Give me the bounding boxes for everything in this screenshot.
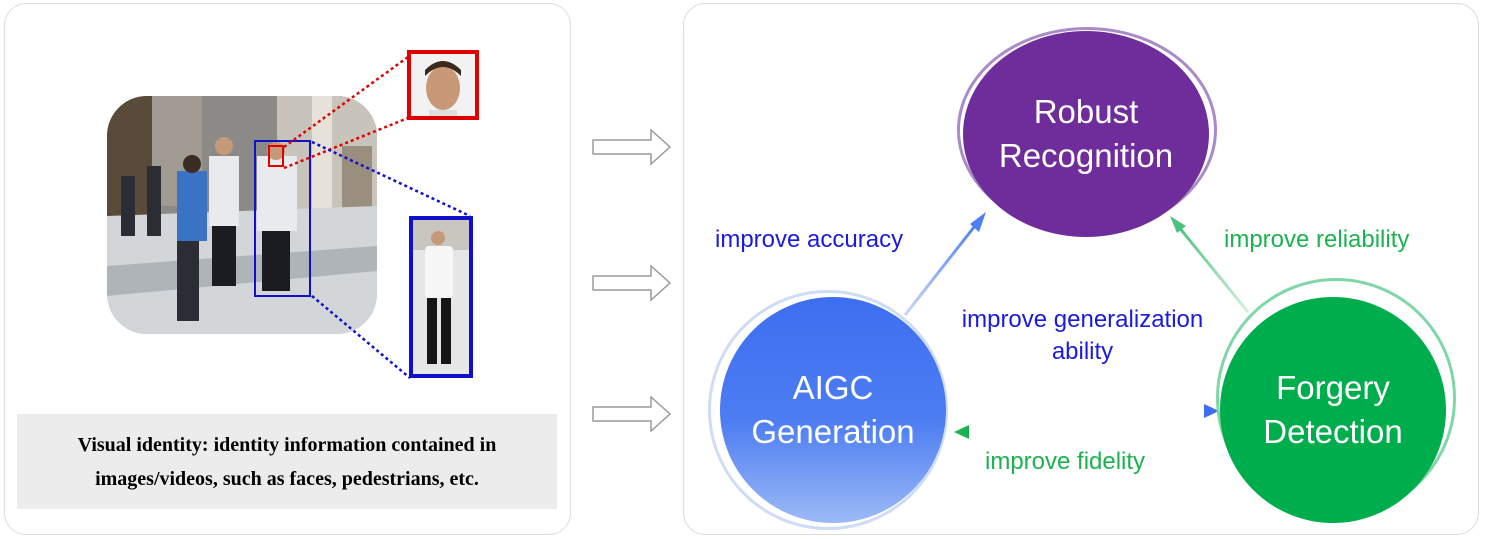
- robust-line2: Recognition: [998, 137, 1174, 174]
- aigc-generation-node: AIGC Generation: [720, 297, 946, 523]
- aigc-line2: Generation: [751, 413, 915, 450]
- pedestrian-crop-image: [409, 216, 473, 378]
- caption-box: Visual identity: identity information co…: [17, 414, 557, 509]
- hollow-arrow-top: [592, 128, 672, 166]
- robust-line1: Robust: [1033, 93, 1139, 130]
- face-crop-image: [407, 50, 479, 120]
- label-improve-reliability: improve reliability: [1224, 226, 1410, 253]
- street-scene-image: [107, 96, 377, 334]
- hollow-arrow-bottom: [592, 395, 672, 433]
- hollow-arrow-middle: [592, 264, 672, 302]
- forgery-line2: Detection: [1263, 413, 1403, 450]
- label-improve-accuracy: improve accuracy: [715, 226, 904, 253]
- label-improve-fidelity: improve fidelity: [985, 448, 1146, 475]
- aigc-line1: AIGC: [792, 369, 874, 406]
- caption-text: Visual identity: identity information co…: [77, 433, 497, 490]
- forgery-line1: Forgery: [1276, 369, 1390, 406]
- aigc-generation-ring: [708, 290, 948, 530]
- label-improve-generalization: improve generalization ability: [961, 306, 1204, 365]
